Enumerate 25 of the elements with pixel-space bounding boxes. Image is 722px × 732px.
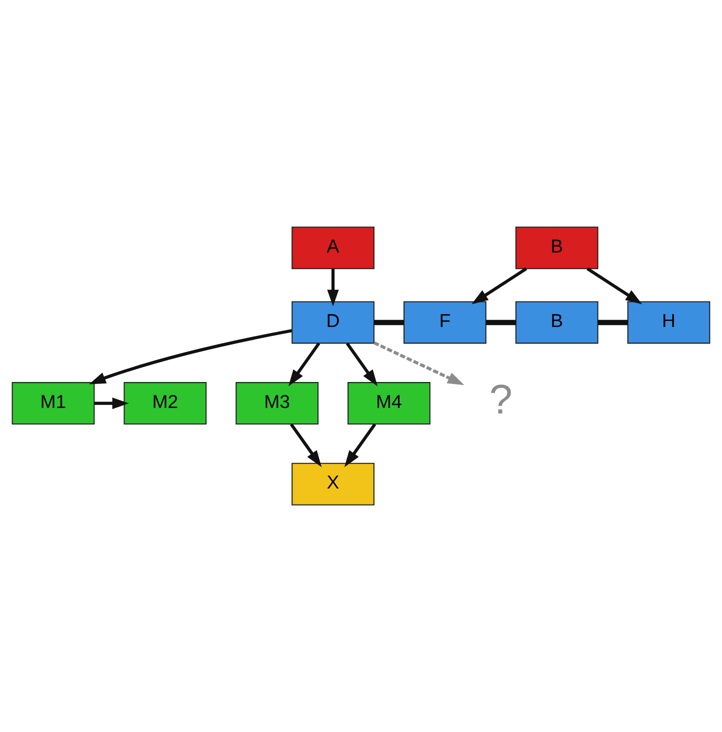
node-box: M3 bbox=[236, 382, 319, 425]
node-box: B bbox=[515, 226, 598, 270]
node-text: ? bbox=[489, 376, 512, 423]
arrow bbox=[586, 267, 642, 304]
node-box: M4 bbox=[348, 382, 430, 425]
node-box: H bbox=[627, 301, 710, 344]
node-box: M2 bbox=[124, 382, 207, 425]
arrow bbox=[472, 267, 528, 304]
arrow bbox=[89, 329, 292, 384]
arrow bbox=[327, 268, 339, 306]
node-box: B bbox=[515, 301, 598, 344]
arrow bbox=[344, 423, 376, 468]
connector bbox=[486, 320, 516, 326]
arrow bbox=[346, 342, 378, 386]
arrow bbox=[94, 397, 129, 410]
arrow bbox=[288, 342, 320, 386]
node-box: M1 bbox=[12, 382, 95, 425]
node-box: D bbox=[292, 301, 374, 344]
connector bbox=[374, 320, 404, 326]
node-box: A bbox=[292, 226, 374, 270]
connector bbox=[598, 320, 628, 326]
arrow bbox=[373, 341, 464, 386]
arrow bbox=[290, 423, 322, 468]
node-box: X bbox=[292, 462, 374, 506]
node-box: F bbox=[403, 301, 486, 344]
